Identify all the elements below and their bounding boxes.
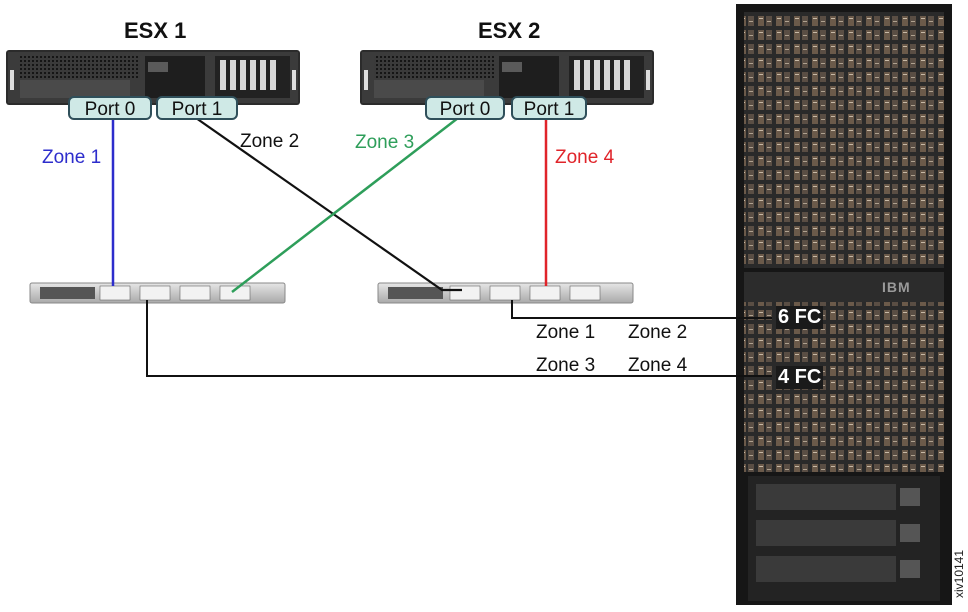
fc-switch-2 (377, 282, 634, 304)
fc-trunk-4 (146, 300, 772, 377)
esx1-port0: Port 0 (68, 96, 152, 120)
fc-trunk-6 (511, 300, 772, 319)
esx2-server (360, 50, 654, 105)
fc6-zone-b: Zone 2 (628, 322, 688, 343)
zone2-cable (195, 117, 462, 292)
esx2-port1: Port 1 (511, 96, 587, 120)
esx2-port0: Port 0 (425, 96, 505, 120)
storage-rack (736, 4, 952, 605)
fc-count-6: 6 FC (776, 306, 824, 329)
fc-count-4: 4 FC (776, 366, 824, 389)
esx1-port1: Port 1 (156, 96, 238, 120)
zone4-label: Zone 4 (555, 147, 615, 168)
esx1-title: ESX 1 (124, 18, 187, 43)
fc4-zone-a: Zone 3 (536, 355, 596, 376)
esx2-title: ESX 2 (478, 18, 541, 43)
zone3-cable (231, 117, 459, 293)
zone2-label: Zone 2 (240, 131, 300, 152)
ibm-logo: IBM (882, 279, 911, 295)
zone3-label: Zone 3 (355, 132, 415, 153)
fc6-zone-a: Zone 1 (536, 322, 596, 343)
zone1-label: Zone 1 (42, 147, 102, 168)
figure-id: xiv10141 (952, 549, 966, 598)
fc-switch-1 (29, 282, 286, 304)
fc4-zone-b: Zone 4 (628, 355, 688, 376)
esx1-server (6, 50, 300, 105)
